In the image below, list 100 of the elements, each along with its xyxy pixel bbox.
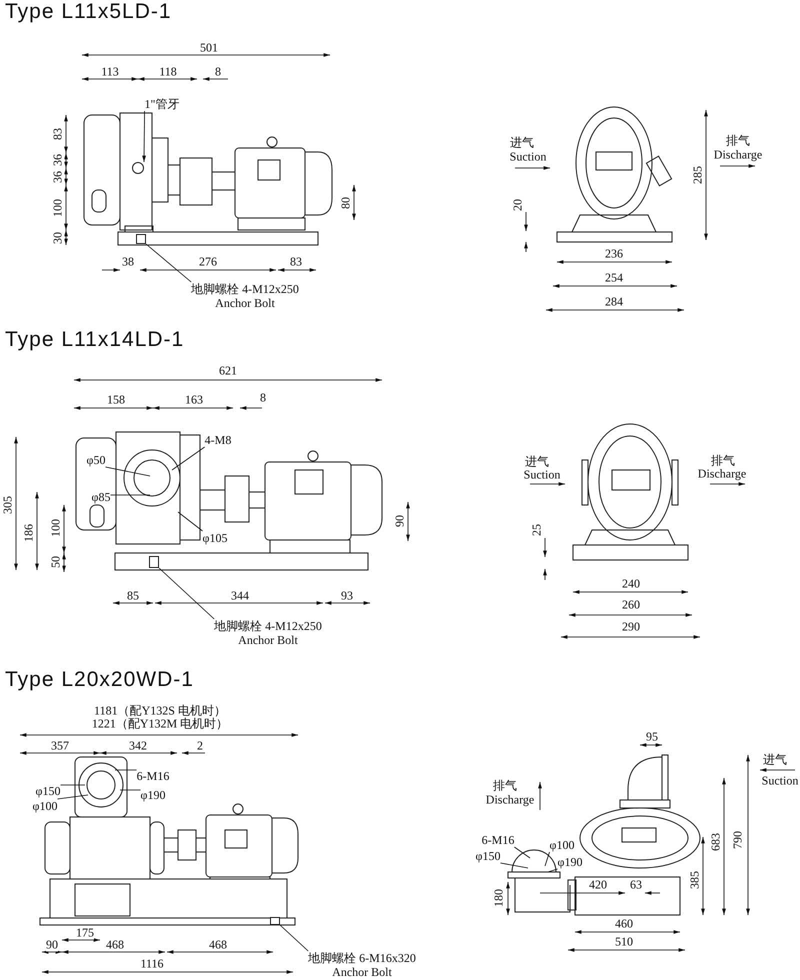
dimension-value: 790 (732, 831, 744, 849)
dimension-value: 36 (52, 154, 64, 166)
callout-label: φ190 (140, 788, 166, 802)
callout-label: φ100 (32, 799, 58, 813)
dimension-value: 305 (2, 496, 14, 514)
dimension-value: 284 (605, 296, 623, 308)
callout-label: φ85 (92, 490, 110, 504)
dimension-value: 342 (129, 740, 147, 752)
leader-line (158, 568, 215, 620)
dimension-value: 180 (492, 889, 506, 907)
dimension-value: 85 (127, 590, 139, 602)
callout-label: 地脚螺栓 4-M12x250 (191, 282, 299, 296)
dimension-value: 1116 (140, 958, 164, 970)
dimension-value: 25 (530, 524, 544, 536)
leader-line (172, 446, 206, 470)
callout-label: φ190 (558, 855, 582, 869)
dimension-value: 357 (51, 740, 69, 752)
leader-line (514, 846, 530, 858)
callout-label: φ100 (550, 838, 574, 852)
dimension-value: 344 (231, 590, 249, 602)
leader-line (57, 794, 88, 800)
dimension-value: 236 (605, 248, 623, 260)
dimension-value: 468 (209, 938, 227, 952)
flow-label: 进气 (525, 456, 549, 468)
dimension-value: 510 (615, 936, 633, 948)
dimension-value: 36 (52, 171, 64, 183)
dimension-value: 30 (52, 232, 64, 244)
dimension-value: 90 (394, 515, 406, 527)
dimension-value: 8 (260, 392, 266, 404)
callout-label: 地脚螺栓 4-M12x250 (214, 619, 322, 633)
flow-label: Suction (524, 468, 560, 482)
flow-label: Suction (762, 774, 798, 788)
leader-line (544, 852, 550, 866)
model-heading: Type L11x14LD-1 (5, 328, 184, 352)
inlet-port (132, 162, 144, 174)
flow-label: 进气 (510, 136, 534, 150)
callout-label: 6-M16 (482, 833, 514, 847)
dimension-value: 163 (185, 394, 203, 406)
dimension-value: 240 (622, 578, 640, 590)
dimension-value: 83 (52, 128, 64, 140)
leader-line (110, 494, 150, 496)
callout-label: 4-M8 (204, 433, 232, 447)
dimension-value: 8 (215, 66, 221, 78)
flow-label: 排气 (493, 780, 517, 792)
leader-line (142, 110, 146, 162)
dimension-value: 80 (340, 197, 352, 209)
model-heading: Type L11x5LD-1 (5, 0, 172, 24)
dimension-value: 385 (688, 871, 702, 889)
dimension-value: 95 (646, 730, 658, 744)
dimension-value: 2 (197, 740, 203, 752)
callout-label: 地脚螺栓 6-M16x320 (308, 951, 416, 965)
dimension-value: 93 (341, 590, 353, 602)
leader-line (548, 868, 558, 872)
dimension-value: 118 (159, 66, 177, 78)
dimension-value: 621 (219, 364, 237, 378)
dimension-value: 100 (52, 199, 64, 217)
leader-line (178, 512, 203, 532)
dimension-value: 420 (589, 878, 607, 892)
flow-label: Discharge (486, 794, 534, 806)
dimension-value: 38 (122, 256, 134, 268)
dimension-value: 254 (605, 272, 623, 284)
flow-label: Discharge (698, 468, 746, 480)
leader-line (105, 466, 150, 476)
model-heading: Type L20x20WD-1 (5, 668, 194, 692)
dimension-value: 83 (290, 256, 302, 268)
flow-label: Discharge (714, 148, 762, 162)
dimension-value: 460 (615, 918, 633, 930)
dimension-value: 100 (50, 519, 62, 537)
callout-label: φ105 (202, 531, 228, 545)
callout-label: φ150 (36, 784, 60, 798)
dimension-value: 468 (106, 938, 124, 952)
flow-label: 进气 (763, 754, 787, 766)
dimension-value: 113 (101, 66, 119, 78)
dimension-value: 290 (622, 620, 640, 634)
dimension-value: 175 (76, 926, 94, 940)
dimension-value: 158 (107, 394, 125, 406)
anchor-bolt (136, 234, 146, 244)
callout-label: 1"管牙 (144, 97, 180, 111)
anchor-bolt (270, 917, 280, 925)
dimension-value: 20 (512, 199, 524, 211)
flow-label: 排气 (711, 454, 735, 468)
dimension-value: 285 (692, 166, 704, 184)
leader-line (60, 784, 86, 786)
callout-label: φ50 (86, 453, 106, 467)
dimension-value: 90 (46, 938, 58, 952)
flow-label: 排气 (726, 134, 750, 148)
dimension-value: 260 (622, 598, 640, 612)
flow-label: Suction (510, 150, 546, 164)
dimension-value: 276 (199, 256, 217, 268)
leader-line (500, 862, 528, 868)
dimension-value: 186 (22, 524, 36, 542)
dimension-value: 501 (200, 42, 218, 54)
dimension-value: 63 (630, 878, 642, 892)
callout-label: 6-M16 (136, 769, 170, 783)
anchor-bolt (149, 556, 159, 568)
callout-label: φ150 (476, 849, 500, 863)
dimension-value: 683 (710, 833, 722, 851)
leader-line (280, 924, 309, 952)
leader-line (146, 244, 192, 282)
dimension-value: 50 (50, 556, 62, 568)
